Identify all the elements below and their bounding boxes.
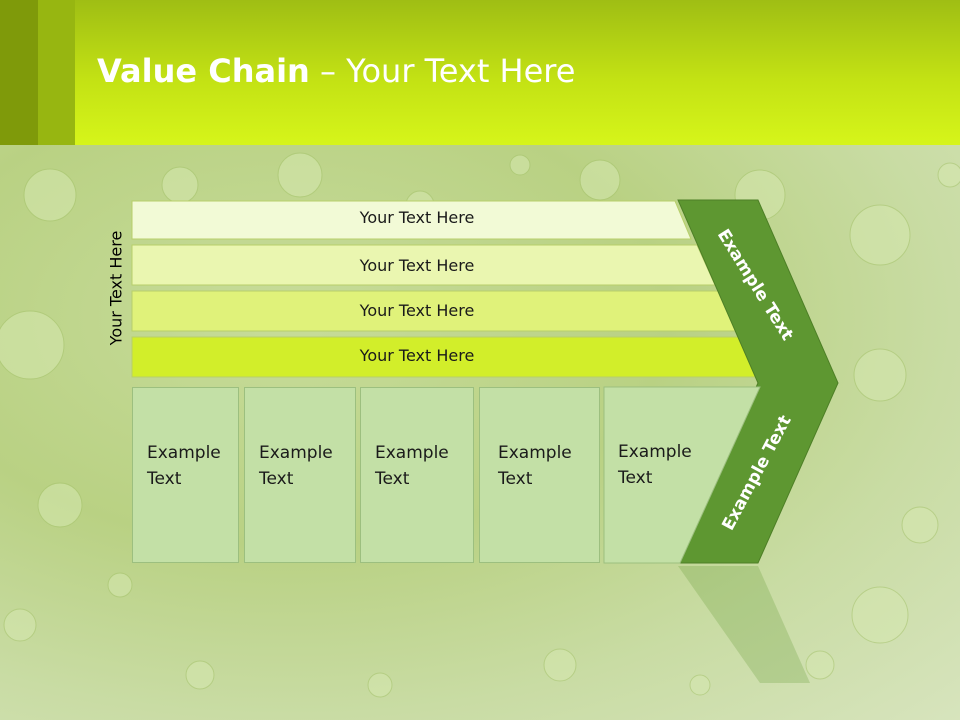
- cell-line2: Text: [375, 469, 410, 489]
- cell-line2: Text: [259, 469, 294, 489]
- last-cell-shape: [603, 386, 761, 564]
- row-text-3: Your Text Here: [359, 301, 475, 320]
- header-accent-bar-dark: [0, 0, 38, 145]
- cell-line2: Text: [618, 468, 653, 488]
- cell-line1: Example: [498, 443, 572, 463]
- title-header-band: Value Chain – Your Text Here: [0, 0, 960, 145]
- chevron-arrow-reflection: [678, 566, 810, 683]
- row-text-2: Your Text Here: [359, 256, 475, 275]
- cell-line2: Text: [147, 469, 182, 489]
- cell-line1: Example: [147, 443, 221, 463]
- header-accent-bar-light: [38, 0, 75, 145]
- cell-line1: Example: [618, 442, 692, 462]
- row-text-1: Your Text Here: [359, 208, 475, 227]
- cell-line1: Example: [259, 443, 333, 463]
- cell-line1: Example: [375, 443, 449, 463]
- title-rest: – Your Text Here: [309, 52, 576, 90]
- slide-title: Value Chain – Your Text Here: [97, 52, 575, 90]
- cell-line2: Text: [498, 469, 533, 489]
- title-bold: Value Chain: [97, 52, 310, 90]
- row-text-4: Your Text Here: [359, 346, 475, 365]
- chevron-arrow: [677, 199, 839, 564]
- row-bar-1: [131, 200, 692, 240]
